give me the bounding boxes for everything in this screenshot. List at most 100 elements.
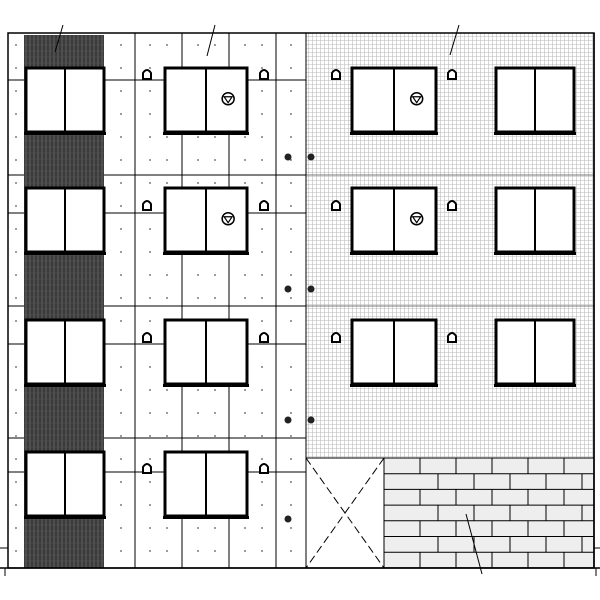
fastener-dot <box>261 274 263 276</box>
fastener-dot <box>290 504 292 506</box>
window <box>494 186 576 255</box>
wall-light-icon <box>142 69 152 80</box>
fastener-dot <box>149 412 151 414</box>
window-sill <box>350 132 438 135</box>
fastener-dot <box>149 274 151 276</box>
fastener-dot <box>244 550 246 552</box>
fastener-dot <box>149 113 151 115</box>
fastener-dot <box>149 182 151 184</box>
vent-icon <box>221 211 235 226</box>
fastener-dot <box>166 389 168 391</box>
window <box>24 318 106 387</box>
fastener-dot <box>15 228 17 230</box>
fastener-dot <box>290 228 292 230</box>
fastener-dot <box>197 44 199 46</box>
windows <box>24 66 576 519</box>
downspout-strap-dot <box>307 153 315 161</box>
fastener-dot <box>290 274 292 276</box>
fastener-dot <box>290 205 292 207</box>
fastener-dot <box>261 550 263 552</box>
vent-icon <box>221 91 235 106</box>
wall-light-icon <box>142 463 152 474</box>
fastener-dot <box>290 44 292 46</box>
fastener-dot <box>120 159 122 161</box>
window-sill <box>163 252 249 255</box>
fastener-dot <box>120 550 122 552</box>
window-sill <box>163 516 249 519</box>
fastener-dot <box>120 412 122 414</box>
fastener-dot <box>197 435 199 437</box>
fastener-dot <box>15 182 17 184</box>
window <box>24 450 106 519</box>
fastener-dot <box>261 481 263 483</box>
fastener-dot <box>149 136 151 138</box>
fastener-dot <box>149 228 151 230</box>
fastener-dot <box>214 297 216 299</box>
fastener-dot <box>197 136 199 138</box>
window-sill <box>24 384 106 387</box>
window <box>163 318 249 387</box>
downspout-strap-dot <box>307 416 315 424</box>
fastener-dot <box>149 44 151 46</box>
window-sill <box>163 132 249 135</box>
fastener-dot <box>290 297 292 299</box>
window-sill <box>350 252 438 255</box>
fastener-dot <box>120 297 122 299</box>
fastener-dot <box>149 435 151 437</box>
fastener-dot <box>15 412 17 414</box>
fastener-dot <box>166 182 168 184</box>
fastener-dot <box>120 481 122 483</box>
fastener-dot <box>15 389 17 391</box>
fastener-dot <box>261 504 263 506</box>
fastener-dot <box>290 458 292 460</box>
fastener-dot <box>261 90 263 92</box>
fastener-dot <box>261 366 263 368</box>
fastener-dot <box>166 44 168 46</box>
wall-light-icon <box>142 200 152 211</box>
fastener-dot <box>120 182 122 184</box>
fastener-dot <box>15 366 17 368</box>
fastener-dot <box>261 251 263 253</box>
fastener-dot <box>149 159 151 161</box>
window <box>163 186 249 255</box>
fastener-dot <box>120 44 122 46</box>
fastener-dot <box>214 274 216 276</box>
wall-light-icon <box>259 463 269 474</box>
fastener-dot <box>261 44 263 46</box>
fastener-dot <box>290 550 292 552</box>
downspout-strap-dot <box>284 515 292 523</box>
fastener-dot <box>15 274 17 276</box>
fastener-dot <box>149 343 151 345</box>
fastener-dot <box>166 435 168 437</box>
fastener-dot <box>120 113 122 115</box>
window-sill <box>494 384 576 387</box>
fastener-dot <box>120 458 122 460</box>
fastener-dot <box>15 527 17 529</box>
fastener-dot <box>15 251 17 253</box>
fastener-dot <box>166 527 168 529</box>
wall-lights <box>142 69 457 474</box>
fastener-dot <box>290 159 292 161</box>
fastener-dot <box>15 435 17 437</box>
wall-light-icon <box>331 332 341 343</box>
fastener-dot <box>261 458 263 460</box>
vent-icon <box>223 96 234 104</box>
fastener-dot <box>15 67 17 69</box>
fastener-dot <box>214 136 216 138</box>
window <box>350 186 438 255</box>
vent-icon <box>409 211 424 226</box>
fastener-dot <box>244 136 246 138</box>
window-sill <box>24 516 106 519</box>
window <box>350 66 438 135</box>
fastener-dot <box>120 90 122 92</box>
fastener-dot <box>120 67 122 69</box>
fastener-dot <box>149 67 151 69</box>
fastener-dot <box>261 412 263 414</box>
fastener-dot <box>166 412 168 414</box>
fastener-dot <box>15 343 17 345</box>
fastener-dot <box>214 389 216 391</box>
fastener-dot <box>261 527 263 529</box>
fastener-dot <box>149 527 151 529</box>
fastener-dot <box>290 527 292 529</box>
